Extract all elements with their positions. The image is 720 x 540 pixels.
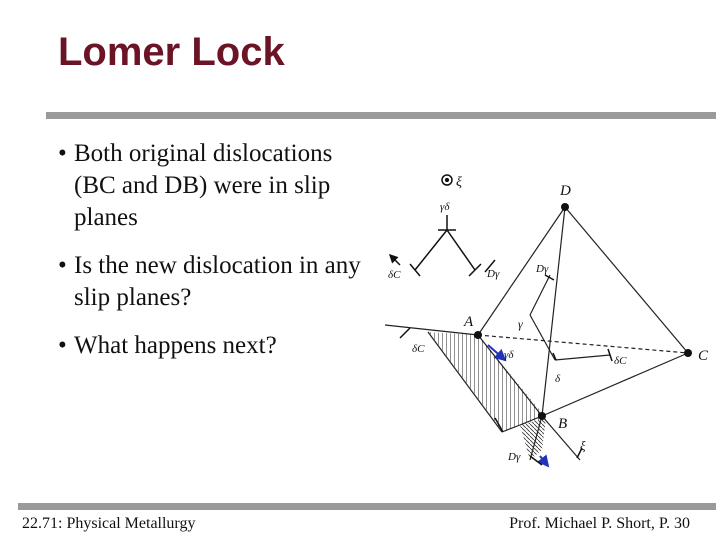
label-D-gamma-left: Dγ (486, 268, 500, 280)
vertex-A (474, 331, 482, 339)
label-gamma: γ (518, 317, 523, 331)
label-xi-bottom: ξ (580, 438, 586, 453)
title-divider (46, 112, 716, 119)
label-delta-C-mid: δC (614, 355, 627, 367)
bullet-list: • Both original dislocations (BC and DB)… (58, 138, 368, 378)
bullet-dot: • (58, 332, 67, 359)
vertex-B (538, 412, 546, 420)
burgers-vector-arrow-lower (537, 454, 550, 468)
slide-title: Lomer Lock (58, 30, 285, 74)
label-D: D (559, 183, 571, 199)
bullet-text: Both original dislocations (BC and DB) w… (74, 140, 333, 231)
internal-segments (529, 274, 611, 361)
footer-divider (18, 503, 716, 510)
hatched-slip-plane-small (520, 418, 546, 460)
bullet-item: • Both original dislocations (BC and DB)… (58, 138, 368, 234)
label-C: C (698, 348, 709, 364)
label-delta: δ (555, 373, 561, 385)
vertex-D (561, 203, 569, 211)
label-D-gamma-bottom: Dγ (507, 451, 521, 463)
label-B: B (558, 416, 567, 432)
label-gamma-delta-lower: γδ (504, 349, 514, 361)
label-D-gamma-right: Dγ (535, 263, 549, 275)
bullet-text: What happens next? (74, 332, 277, 359)
dislocation-symbols (388, 174, 613, 466)
bullet-item: • What happens next? (58, 330, 368, 362)
lomer-lock-diagram: ξ γδ D δC Dγ Dγ A γ δC γδ δC δ C B Dγ ξ (384, 174, 709, 468)
bullet-dot: • (58, 252, 67, 279)
footer-course: 22.71: Physical Metallurgy (22, 515, 196, 532)
bullet-text: Is the new dislocation in any slip plane… (74, 252, 361, 311)
bullet-dot: • (58, 140, 67, 167)
label-A: A (463, 314, 474, 330)
label-delta-C-lower: δC (412, 343, 425, 355)
hatched-slip-plane (428, 332, 546, 432)
bullet-item: • Is the new dislocation in any slip pla… (58, 250, 368, 314)
label-gamma-delta: γδ (440, 201, 450, 213)
label-xi-top: ξ (456, 175, 462, 190)
label-delta-C-left: δC (388, 269, 401, 281)
footer-author-page: Prof. Michael P. Short, P. 30 (509, 515, 690, 532)
burgers-vector-arrow (487, 344, 507, 362)
vertex-C (684, 349, 692, 357)
